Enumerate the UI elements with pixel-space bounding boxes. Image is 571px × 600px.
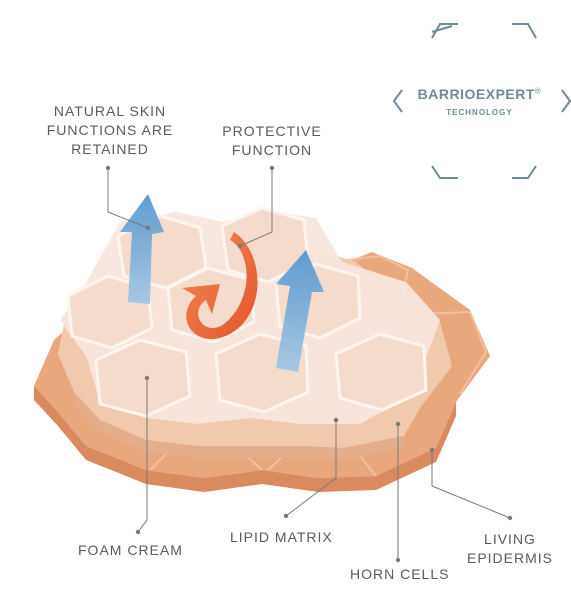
label-living-epidermis: LIVING EPIDERMIS [466,531,553,566]
leader-dots [105,165,513,563]
leader-lipid-matrix [285,420,337,517]
blue-arrow-right [276,250,324,372]
label-protective-function: PROTECTIVE FUNCTION [222,123,322,158]
badge-subtitle: TECHNOLOGY [446,108,513,117]
foam-cream-layer [60,206,440,424]
leader-protective [239,168,273,247]
foam-cell [334,332,428,412]
label-lipid-matrix: LIPID MATRIX [230,529,333,545]
orange-curved-arrow [182,232,258,340]
badge-frame [392,23,571,179]
label-natural-skin-functions: NATURAL SKIN FUNCTIONS ARE RETAINED [46,103,174,157]
foam-cell [94,338,192,418]
label-foam-cream: FOAM CREAM [78,542,183,558]
leader-natural-skin [107,168,149,229]
leader-living-epidermis [431,450,511,519]
label-horn-cells: HORN CELLS [350,566,450,582]
leader-lines [107,168,511,560]
badge-brand: BARRIOEXPERT® [417,86,542,102]
leader-foam-cream [137,378,148,533]
